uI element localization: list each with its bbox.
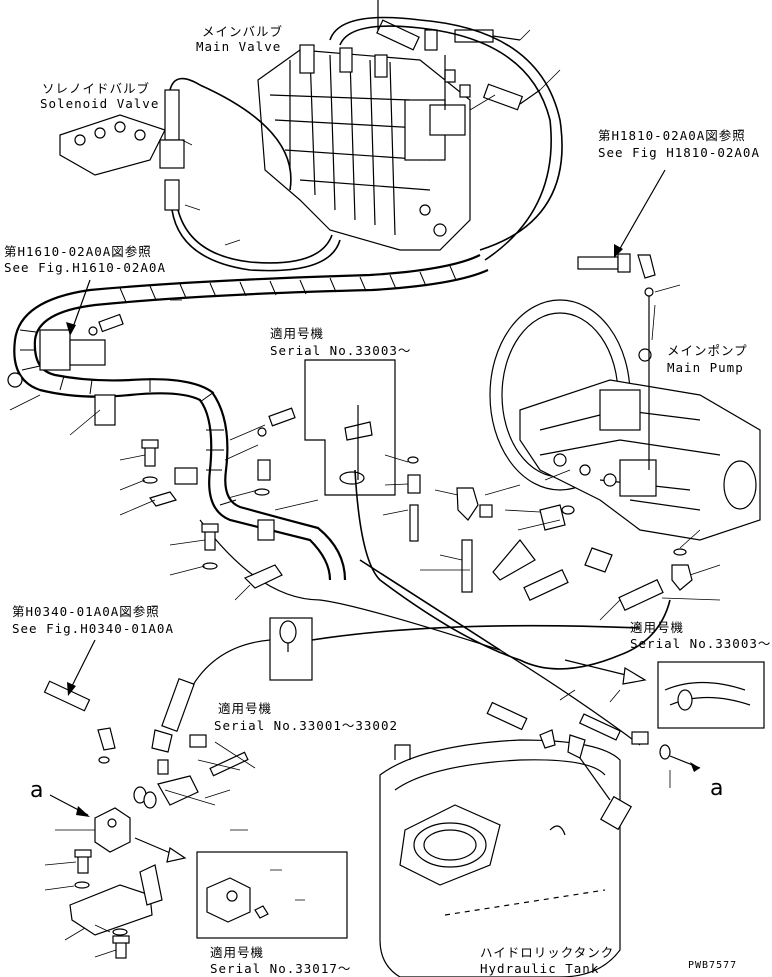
drawing-code: PWB7577 [688,960,737,971]
hydraulic-tank-label-jp: ハイドロリックタンク [480,945,614,960]
marker-a-right: a [710,776,723,801]
spiral-stripes [19,265,457,506]
sensor-assembly [133,678,249,809]
main-valve [257,44,471,251]
inset-serial-33003-right [657,661,765,729]
pump-right-fittings [671,548,693,591]
main-valve-label-en: Main Valve [196,39,281,54]
spiral-guard-bundle [13,254,481,581]
pilot-hose-b [171,209,341,272]
serial-c-label-jp: 適用号機 [218,701,272,716]
pilot-hose-a [169,77,292,191]
inset-hose-33001 [311,624,641,641]
main-valve-label-jp: メインバルブ [202,24,283,39]
inset-serial-33003-top [304,359,396,496]
tank-fittings [486,701,701,831]
marker-a-left: a [30,778,43,803]
bundle-clamps [7,329,275,541]
arrow-to-inset-33017 [134,837,176,856]
inset-serial-33001 [269,617,313,681]
ref-arrow-h1810 [614,169,666,258]
arrow-to-inset-right [564,659,631,677]
spiral-guard-bundle-inner [33,268,489,581]
serial-b-label-en: Serial No.33003～ [630,636,771,651]
solenoid-valve-label-en: Solenoid Valve [40,96,159,111]
return-hose-loop [329,16,563,251]
serial-d-label-en: Serial No.33017～ [210,961,351,976]
serial-d-label-jp: 適用号機 [210,945,264,960]
ref-arrow-h0340 [67,639,96,696]
leader-lines [9,29,721,958]
ref-h0340-label-en: See Fig.H0340-01A0A [12,621,174,636]
return-hose-loop-inner [339,25,552,261]
serial-b-label-jp: 適用号機 [630,620,684,635]
arrow-marker-a-left [49,794,90,817]
pilot-hose-b2 [177,209,333,264]
ref-arrow-h1610 [66,279,91,336]
drain-line-2 [359,559,501,651]
ref-h0340-label-jp: 第H0340-01A0A図参照 [12,604,160,619]
solenoid-valve-label-jp: ソレノイドバルブ [42,81,150,96]
serial-c-label-en: Serial No.33001～33002 [214,718,398,733]
main-pump [489,299,761,541]
main-pump-label-jp: メインポンプ [667,343,748,358]
valve-hose-fittings [376,0,541,111]
ref-h1610-label-jp: 第H1610-02A0A図参照 [4,244,152,259]
serial-a-label-en: Serial No.33003～ [270,343,411,358]
pump-top-fitting [577,253,656,470]
left-hardware [88,313,296,589]
inset-serial-33017 [196,851,348,939]
center-fittings [407,456,664,612]
left-block-bracket [43,680,163,959]
hydraulic-tank-label-en: Hydraulic Tank [480,961,599,976]
inset-lead-33001 [189,639,271,691]
main-pump-label-en: Main Pump [667,360,744,375]
ref-h1810-label-en: See Fig H1810-02A0A [598,145,760,160]
ref-h1810-label-jp: 第H1810-02A0A図参照 [598,128,746,143]
hydraulic-tank [379,739,621,977]
ref-h1610-label-en: See Fig.H1610-02A0A [4,260,166,275]
serial-a-label-jp: 適用号機 [270,326,324,341]
solenoid-valve [59,89,185,211]
